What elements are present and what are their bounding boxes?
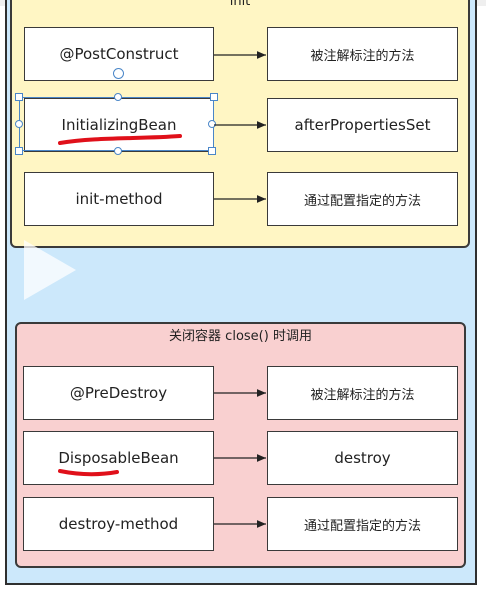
- init-method-node[interactable]: init-method: [24, 172, 214, 226]
- close-group-title: 关闭容器 close() 时调用: [169, 329, 312, 344]
- resize-handle-bottom-left[interactable]: [15, 147, 23, 155]
- postconstruct-node[interactable]: @PostConstruct: [24, 27, 214, 81]
- resize-handle-right[interactable]: [208, 120, 216, 128]
- rotate-handle[interactable]: [113, 68, 124, 79]
- disposablebean-node[interactable]: DisposableBean: [23, 431, 214, 485]
- annotated-method-node[interactable]: 被注解标注的方法: [267, 27, 458, 81]
- predestroy-node[interactable]: @PreDestroy: [23, 366, 214, 420]
- afterpropertiesset-node[interactable]: afterPropertiesSet: [267, 98, 458, 152]
- resize-handle-top-left[interactable]: [15, 93, 23, 101]
- destroy-method-node[interactable]: destroy-method: [23, 497, 214, 551]
- configured-method-node[interactable]: 通过配置指定的方法: [267, 172, 458, 226]
- annotated-method-node-2[interactable]: 被注解标注的方法: [267, 366, 458, 420]
- destroy-node[interactable]: destroy: [267, 431, 458, 485]
- underline-disposablebean: [58, 469, 119, 477]
- resize-handle-bottom-right[interactable]: [208, 147, 216, 155]
- play-icon[interactable]: [24, 240, 76, 300]
- resize-handle-left[interactable]: [15, 120, 23, 128]
- configured-method-node-2[interactable]: 通过配置指定的方法: [267, 497, 458, 551]
- resize-handle-bottom[interactable]: [114, 147, 122, 155]
- resize-handle-top-right[interactable]: [210, 93, 218, 101]
- underline-initializingbean: [58, 134, 182, 145]
- init-group-title: init: [229, 0, 251, 9]
- resize-handle-top[interactable]: [114, 93, 122, 101]
